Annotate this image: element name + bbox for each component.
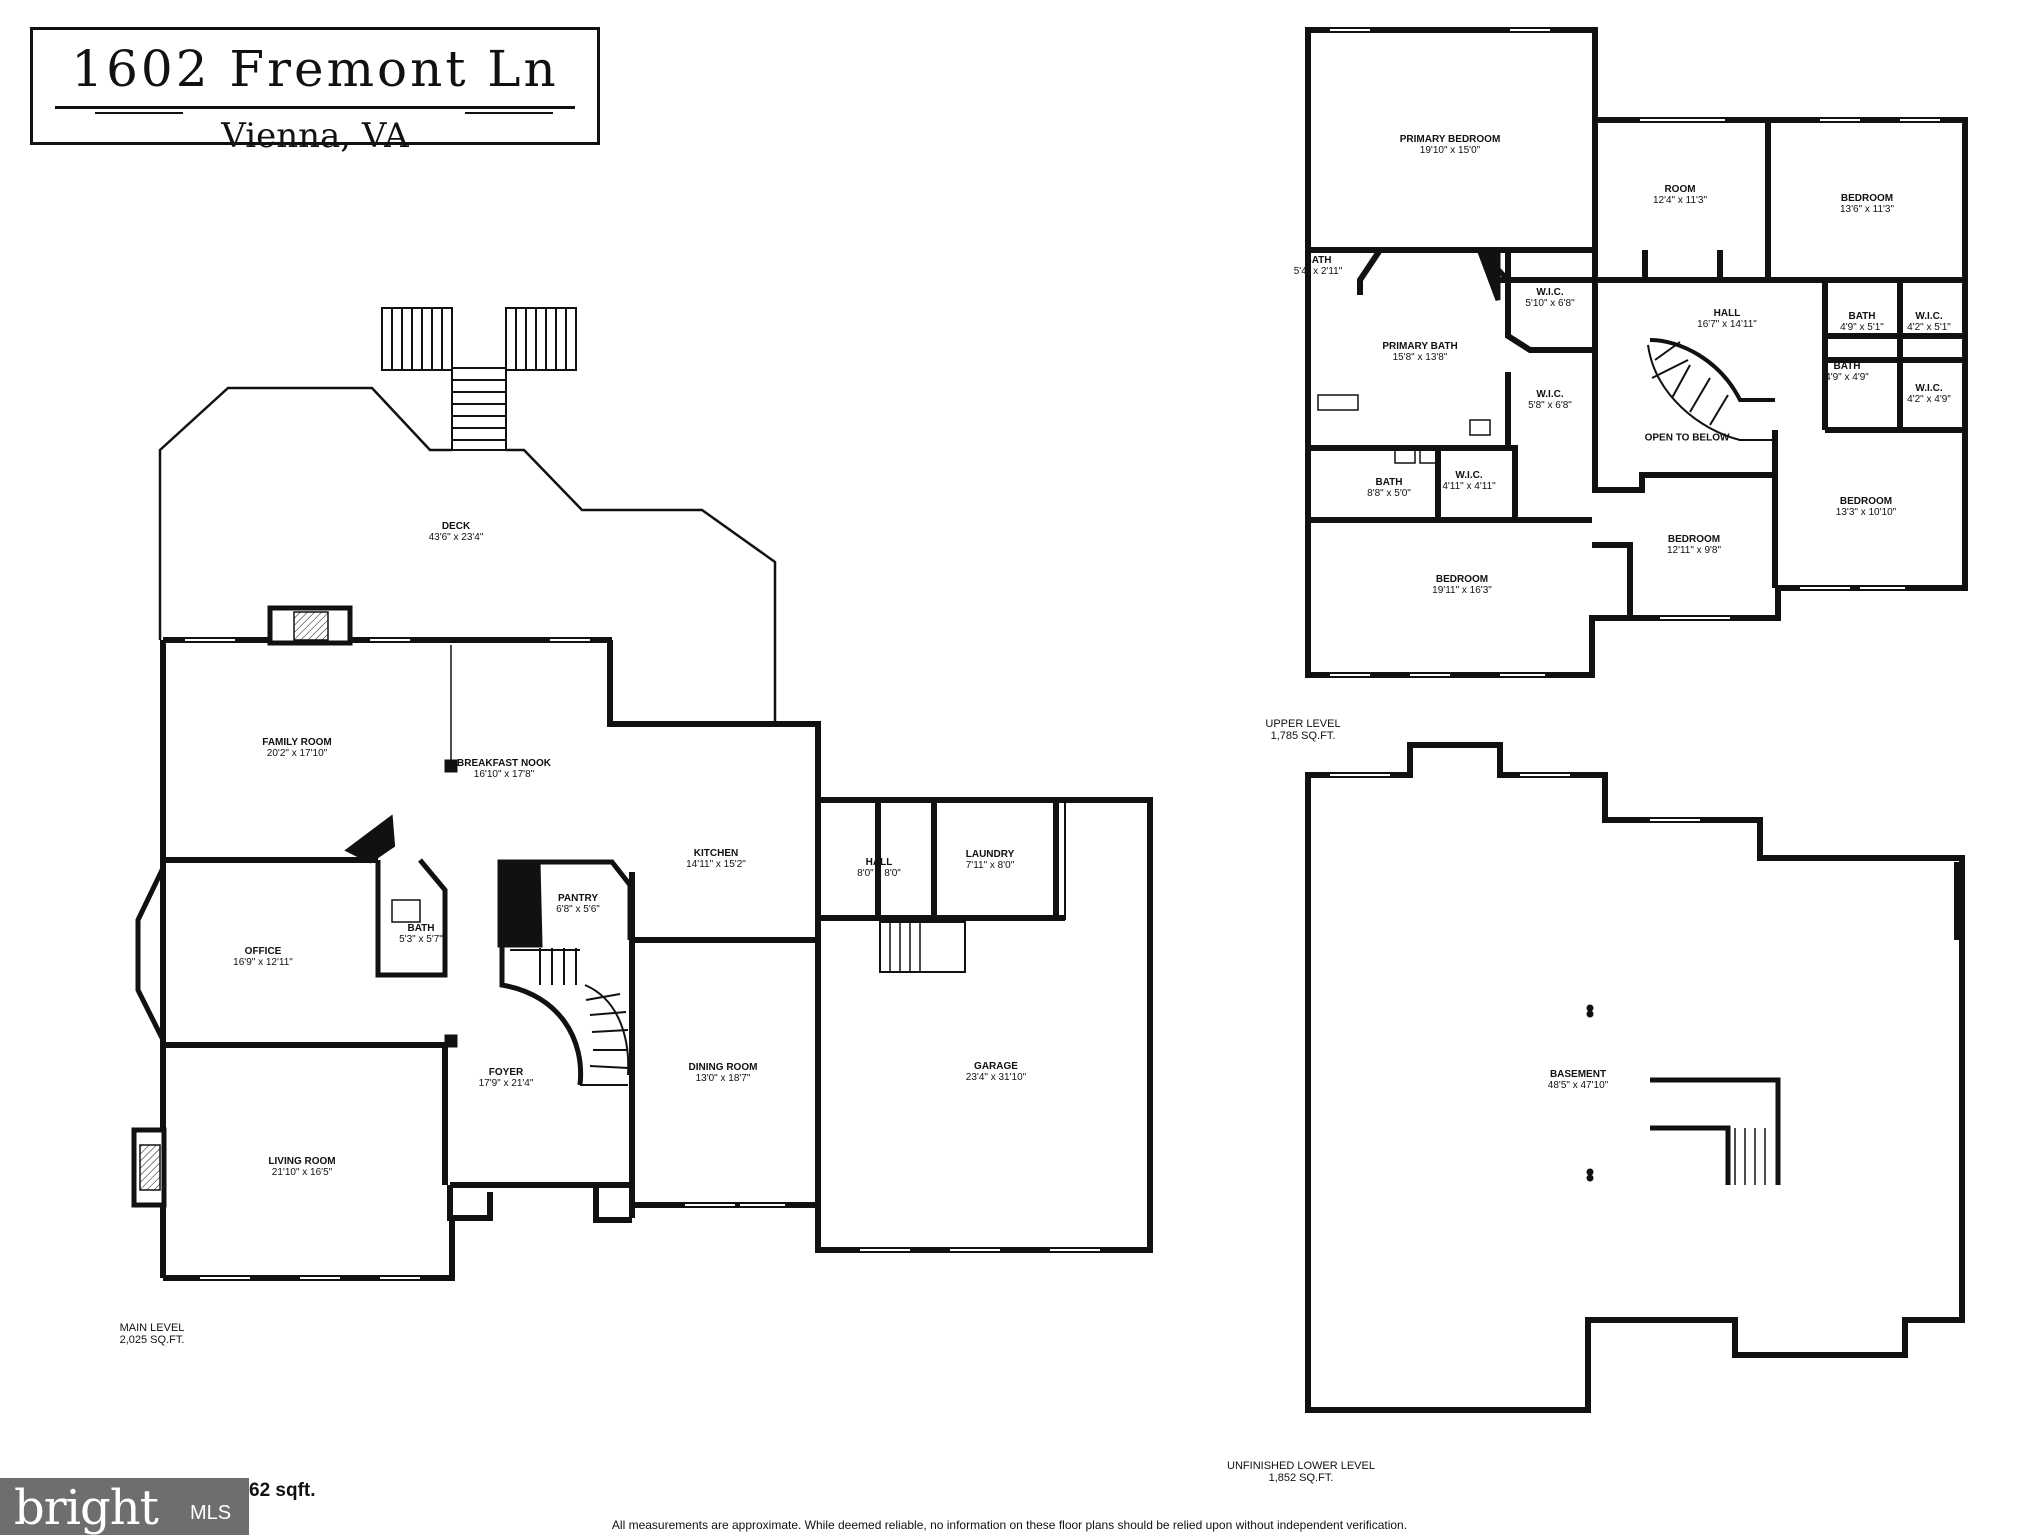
lower-level-plan xyxy=(1305,742,1965,1413)
deck-stairs xyxy=(381,307,577,451)
title-block: 1602 Fremont Ln Vienna, VA xyxy=(30,27,600,156)
disclaimer-text: All measurements are approximate. While … xyxy=(611,1518,1408,1532)
pantry-walls xyxy=(500,859,633,940)
city-subtitle: Vienna, VA xyxy=(221,116,409,156)
subtitle-rule-left xyxy=(95,112,183,114)
foyer-stairs xyxy=(499,945,630,1086)
title-divider xyxy=(55,106,575,109)
bright-mls-logo: bright MLS xyxy=(0,1478,249,1536)
room-label: W.I.C.4'2" x 5'1" xyxy=(1907,311,1951,333)
logo-wordmark: bright xyxy=(14,1480,159,1536)
upper-stairs xyxy=(1647,338,1776,470)
total-sqft-fragment: 62 sqft. xyxy=(249,1480,316,1501)
upper-level-plan xyxy=(1305,27,1968,678)
room-label: W.I.C.4'11" x 4'11" xyxy=(1442,470,1496,492)
room-label: W.I.C.4'2" x 4'9" xyxy=(1907,383,1951,405)
deck-outline xyxy=(158,386,777,725)
office-bay xyxy=(135,866,166,1042)
room-label: OPEN TO BELOW xyxy=(1644,432,1730,444)
room-label: W.I.C.5'8" x 6'8" xyxy=(1528,389,1572,411)
room-label: W.I.C.5'10" x 6'8" xyxy=(1525,287,1575,309)
logo-mls: MLS xyxy=(190,1502,232,1524)
main-level-plan xyxy=(131,307,1153,1281)
subtitle-rule-right xyxy=(465,112,553,114)
address-title: 1602 Fremont Ln xyxy=(71,40,559,98)
